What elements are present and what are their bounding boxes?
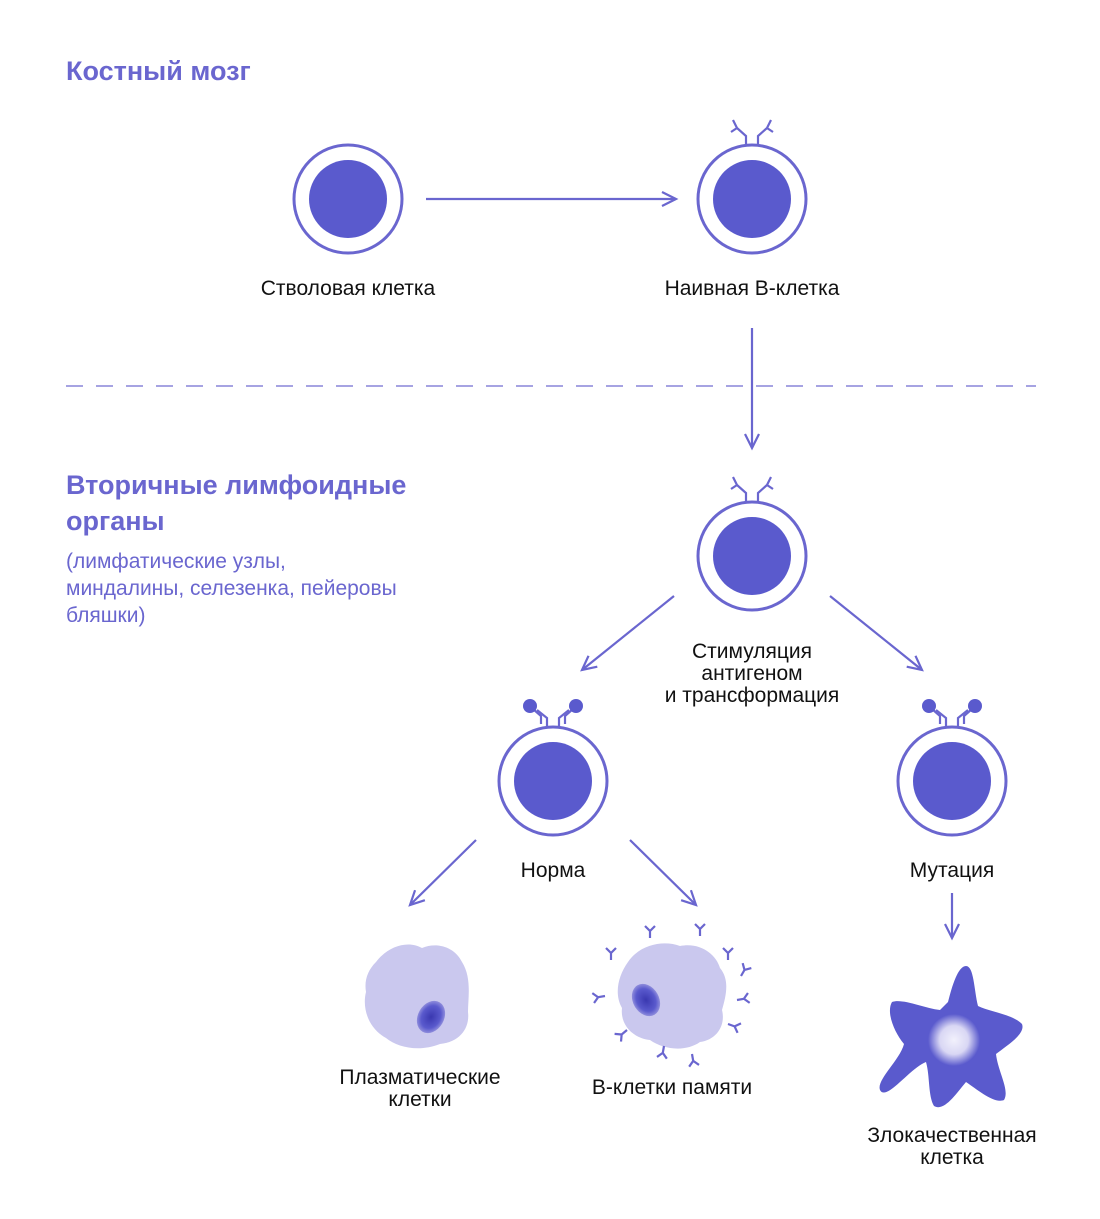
stem-cell xyxy=(292,143,404,255)
secondary-organs-note-line2: миндалины, селезенка, пейеровы xyxy=(66,577,397,600)
bound-antigen-icon xyxy=(931,708,973,727)
normal-b-cell xyxy=(497,699,609,837)
activated-b-cell xyxy=(696,476,808,612)
plasma-cells-label-line2: клетки xyxy=(388,1088,452,1111)
stem-cell-label: Стволовая клетка xyxy=(260,277,436,300)
malignant-cell xyxy=(879,966,1023,1108)
normal-label: Норма xyxy=(520,859,586,882)
stimulation-label-line2: антигеном xyxy=(701,662,803,685)
malignant-cell-label-line2: клетка xyxy=(920,1146,984,1169)
receptor-icon xyxy=(730,476,774,502)
naive-b-cell xyxy=(696,119,808,255)
memory-b-cells-label: В-клетки памяти xyxy=(591,1076,753,1099)
antibody-icon xyxy=(591,923,752,1068)
arrow-to-memory xyxy=(629,839,698,907)
secondary-organs-note-line1: (лимфатические узлы, xyxy=(66,550,286,573)
memory-b-cell xyxy=(591,923,752,1068)
arrow-to-mutation xyxy=(829,595,924,672)
mutated-b-cell xyxy=(896,699,1008,837)
receptor-icon xyxy=(730,119,774,145)
naive-b-cell-label: Наивная В-клетка xyxy=(664,277,840,300)
secondary-organs-note-line3: бляшки) xyxy=(66,604,146,627)
bone-marrow-heading: Костный мозг xyxy=(66,56,251,86)
plasma-cell xyxy=(364,944,469,1049)
secondary-organs-heading-line1: Вторичные лимфоидные xyxy=(66,470,407,500)
mutation-label: Мутация xyxy=(909,859,995,882)
arrow-to-normal xyxy=(580,595,675,672)
arrow-to-plasma xyxy=(408,839,477,907)
plasma-cells-label-line1: Плазматические xyxy=(339,1066,501,1089)
stimulation-label-line1: Стимуляция xyxy=(692,640,812,663)
bound-antigen-icon xyxy=(532,708,574,727)
secondary-organs-heading-line2: органы xyxy=(66,506,165,536)
stimulation-label-line3: и трансформация xyxy=(664,684,840,707)
malignant-cell-label-line1: Злокачественная xyxy=(867,1124,1037,1147)
